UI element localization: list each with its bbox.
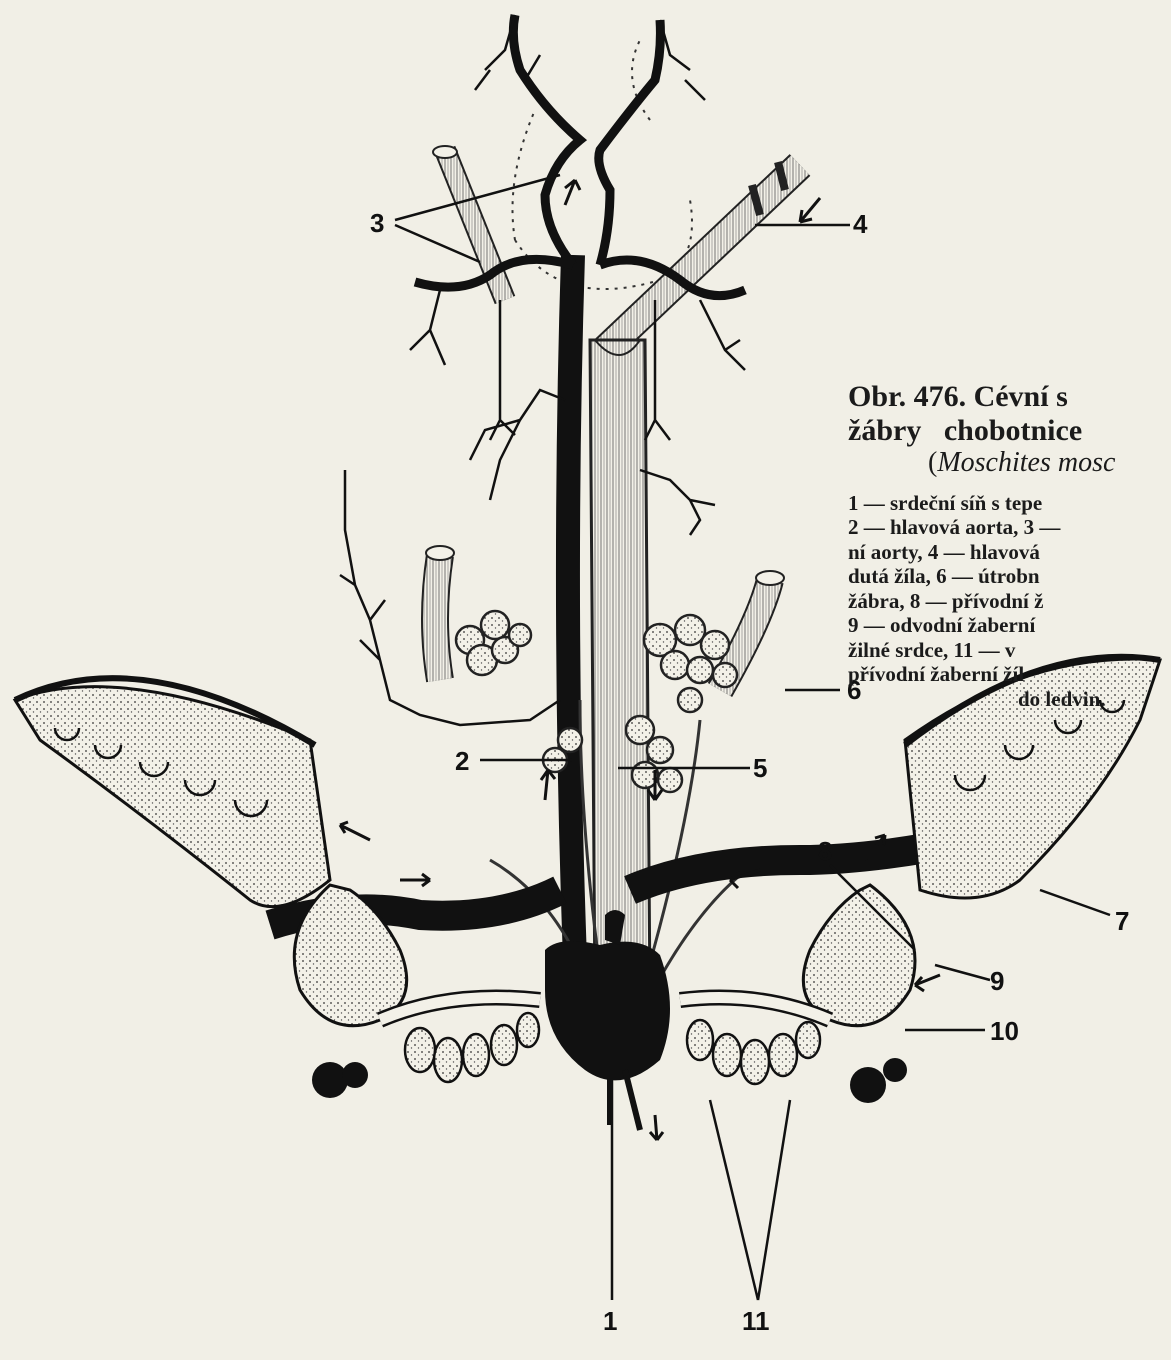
gill-left [15,678,330,906]
label-3: 3 [370,208,384,238]
label-11: 11 [742,1306,770,1336]
label-8: 8 [818,836,832,866]
caption-line: 9 — odvodní žaberní [848,613,1171,638]
caption-title-line-1: Obr. 476. Cévní s [848,380,1171,414]
label-2: 2 [455,746,469,776]
label-1: 1 [603,1306,617,1336]
label-7: 7 [1115,906,1129,936]
branchial-heart-right [803,885,915,1026]
caption-line: 1 — srdeční síň s tepe [848,491,1171,516]
label-10: 10 [990,1016,1019,1046]
caption-line: dutá žíla, 6 — útrobn [848,564,1171,589]
caption-line: 2 — hlavová aorta, 3 — [848,515,1171,540]
label-9: 9 [990,966,1004,996]
label-4: 4 [853,209,868,239]
caption-line: ní aorty, 4 — hlavová [848,540,1171,565]
label-5: 5 [753,753,767,783]
head-aorta [568,255,575,960]
caption-legend: 1 — srdeční síň s tepe 2 — hlavová aorta… [848,491,1171,712]
atrium [545,941,670,1080]
caption-line: do ledvin. [848,687,1171,712]
caption-line: žilné srdce, 11 — v [848,638,1171,663]
caption-title-line-2: žábry chobotnice [848,414,1171,448]
caption-line: přívodní žaberní žíl [848,662,1171,687]
caption-latin-name: Moschites mosc [848,447,1171,478]
figure-caption: Obr. 476. Cévní s žábry chobotnice Mosch… [848,380,1171,800]
caption-line: žábra, 8 — přívodní ž [848,589,1171,614]
